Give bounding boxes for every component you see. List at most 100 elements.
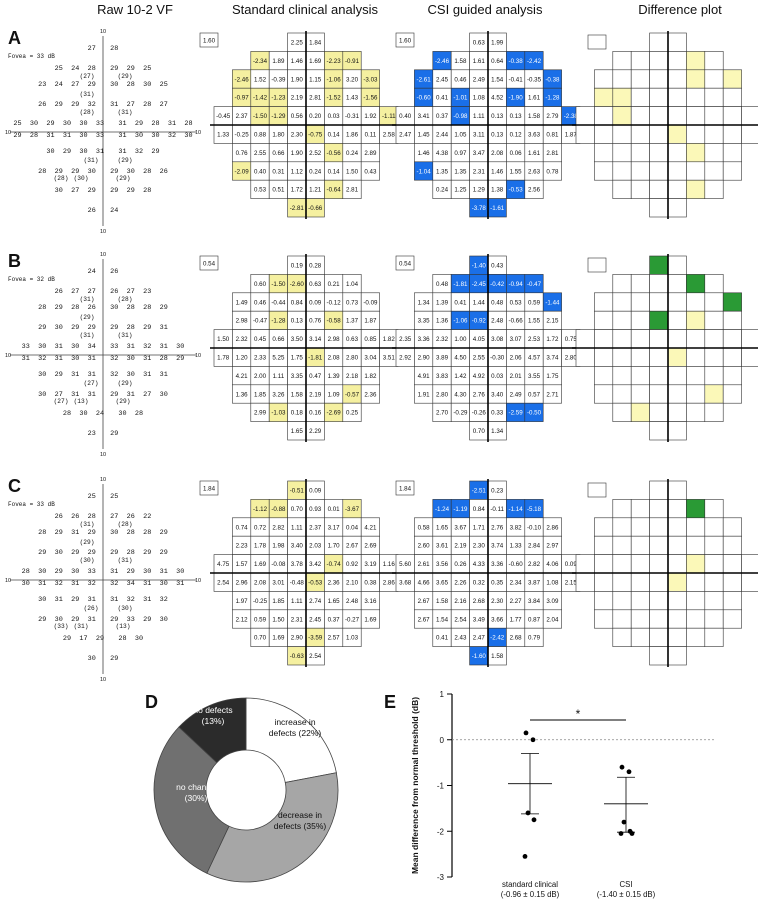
axis-tick-label: 10 bbox=[100, 477, 106, 483]
difference-cell bbox=[741, 347, 758, 367]
cell-value: 3.78 bbox=[291, 561, 304, 568]
cell-value: 2.35 bbox=[399, 336, 412, 343]
raw-threshold-value: 24 bbox=[110, 207, 118, 215]
raw-repeat-value: (33) bbox=[54, 623, 69, 630]
difference-cell bbox=[649, 517, 669, 537]
difference-cell bbox=[630, 591, 650, 611]
data-point bbox=[629, 831, 635, 836]
cell-value: -0.12 bbox=[327, 299, 342, 306]
raw-threshold-value: 27 bbox=[110, 513, 118, 521]
panel-letter: E bbox=[384, 692, 396, 712]
cell-value: 0.78 bbox=[546, 168, 559, 175]
cell-value: -0.63 bbox=[290, 653, 305, 660]
cell-value: 1.72 bbox=[546, 336, 559, 343]
difference-cell bbox=[649, 329, 669, 349]
raw-threshold-value: 30 bbox=[151, 132, 159, 140]
cell-value: -1.01 bbox=[453, 95, 468, 102]
cell-value: 2.37 bbox=[309, 524, 322, 531]
data-point bbox=[525, 810, 531, 816]
cell-value: 2.98 bbox=[236, 318, 249, 325]
raw-threshold-value: 28 bbox=[63, 410, 71, 418]
difference-cell bbox=[667, 274, 687, 294]
cell-value: -2.61 bbox=[417, 76, 432, 83]
raw-threshold-value: 31 bbox=[110, 568, 118, 576]
difference-cell bbox=[667, 572, 687, 592]
cell-value: 4.33 bbox=[473, 561, 486, 568]
difference-cell bbox=[575, 347, 595, 367]
cell-value: 1.58 bbox=[454, 58, 467, 65]
cell-value: -2.42 bbox=[490, 635, 505, 642]
cell-value: 0.26 bbox=[454, 561, 467, 568]
cell-value: -1.28 bbox=[271, 318, 286, 325]
difference-cell bbox=[722, 69, 742, 89]
corner-value: 1.84 bbox=[203, 486, 216, 493]
difference-cell bbox=[704, 51, 724, 71]
panel-letter: B bbox=[8, 251, 21, 271]
cell-value: 3.40 bbox=[491, 391, 504, 398]
cell-value: 0.24 bbox=[346, 150, 359, 157]
cell-value: 4.66 bbox=[418, 580, 431, 587]
raw-repeat-value: (29) bbox=[118, 157, 133, 164]
cell-value: 1.12 bbox=[291, 168, 304, 175]
cell-value: 2.08 bbox=[328, 355, 341, 362]
difference-cell bbox=[686, 591, 706, 611]
cell-value: -3.59 bbox=[308, 635, 323, 642]
cell-value: 2.23 bbox=[236, 543, 249, 550]
grid-cell bbox=[342, 179, 362, 199]
cell-value: -0.50 bbox=[527, 410, 542, 417]
corner-value: 0.54 bbox=[203, 261, 216, 268]
cell-value: 0.57 bbox=[528, 391, 541, 398]
raw-threshold-value: 30 bbox=[110, 304, 118, 312]
cell-value: 1.52 bbox=[254, 76, 267, 83]
difference-cell bbox=[594, 609, 614, 629]
raw-threshold-value: 32 bbox=[160, 596, 168, 604]
raw-threshold-value: 30 bbox=[71, 355, 79, 363]
raw-threshold-value: 28 bbox=[184, 120, 192, 128]
cell-value: -2.09 bbox=[235, 168, 250, 175]
y-tick-label: 1 bbox=[440, 690, 445, 699]
cell-value: -1.52 bbox=[327, 95, 342, 102]
cell-value: 2.99 bbox=[254, 410, 267, 417]
raw-threshold-value: 29 bbox=[71, 596, 79, 604]
cell-value: 1.55 bbox=[510, 168, 523, 175]
difference-cell bbox=[686, 609, 706, 629]
cell-value: -2.51 bbox=[472, 488, 487, 495]
cell-value: 0.53 bbox=[510, 299, 523, 306]
cell-value: 3.36 bbox=[491, 561, 504, 568]
difference-cell bbox=[704, 310, 724, 330]
difference-cell bbox=[704, 124, 724, 144]
cell-value: 1.25 bbox=[454, 187, 467, 194]
difference-cell bbox=[612, 329, 632, 349]
raw-threshold-value: 27 bbox=[71, 81, 79, 89]
difference-cell bbox=[722, 106, 742, 126]
raw-threshold-value: 30 bbox=[184, 132, 192, 140]
fovea-threshold: Fovea = 32 dB bbox=[8, 276, 55, 283]
raw-repeat-value: (29) bbox=[118, 380, 133, 387]
cell-value: 2.84 bbox=[528, 543, 541, 550]
difference-cell bbox=[630, 554, 650, 574]
cell-value: 0.60 bbox=[254, 281, 267, 288]
cell-value: -0.92 bbox=[472, 318, 487, 325]
cell-value: 2.10 bbox=[346, 580, 359, 587]
cell-value: 1.09 bbox=[328, 391, 341, 398]
difference-plot bbox=[572, 254, 758, 442]
cell-value: 2.79 bbox=[546, 113, 559, 120]
difference-cell bbox=[741, 572, 758, 592]
cell-value: 1.08 bbox=[546, 580, 559, 587]
cell-value: -0.41 bbox=[509, 76, 524, 83]
difference-cell bbox=[612, 292, 632, 312]
difference-cell bbox=[686, 572, 706, 592]
cell-value: -1.50 bbox=[253, 113, 268, 120]
cell-value: 0.41 bbox=[454, 299, 467, 306]
cell-value: 2.80 bbox=[565, 355, 578, 362]
raw-threshold-value: 26 bbox=[160, 168, 168, 176]
cell-value: 2.29 bbox=[309, 428, 322, 435]
cell-value: -0.53 bbox=[509, 187, 524, 194]
cell-value: 0.09 bbox=[565, 561, 578, 568]
difference-cell bbox=[612, 274, 632, 294]
cell-value: 0.14 bbox=[328, 132, 341, 139]
fovea-threshold: Fovea = 33 dB bbox=[8, 53, 55, 60]
cell-value: 0.87 bbox=[528, 616, 541, 623]
